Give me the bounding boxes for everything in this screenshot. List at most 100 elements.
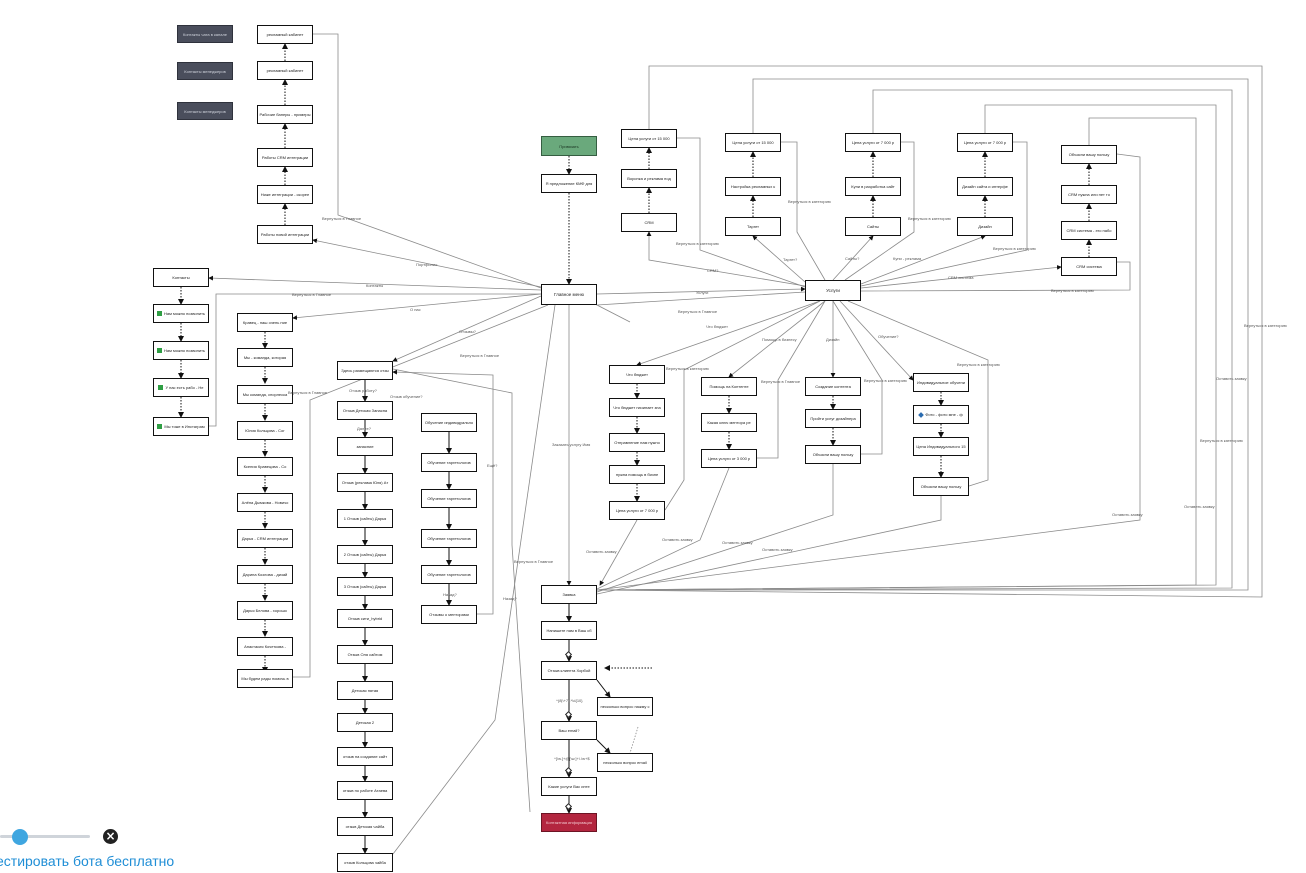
edge-label: Вернуться в категорию	[993, 246, 1036, 251]
edge-label: Вернуться в категорию	[957, 362, 1000, 367]
review-node-8[interactable]: Отзыв Оля сайтом	[337, 645, 393, 664]
team-node-3[interactable]: Мы команда, спорлеска	[237, 385, 293, 404]
target-node[interactable]: Таргет	[725, 217, 781, 236]
team-node-9[interactable]: Дарья Белова - хорошо	[237, 601, 293, 620]
email-retry-node[interactable]: несколько вопрос email	[597, 753, 653, 772]
review-node-5[interactable]: 2 Отзыв (сайты) Дарья	[337, 545, 393, 564]
new-integration-node[interactable]: Ниже интеграции - скорее	[257, 185, 313, 204]
price-node-2[interactable]: Цена услуги от 15 000	[725, 133, 781, 152]
reviews-head-node[interactable]: Здесь размещаются отзы	[337, 361, 393, 380]
review-node-3[interactable]: Отзыв (реклама Юля) Ат	[337, 473, 393, 492]
node-label: Купи в разработка сайт	[851, 184, 895, 189]
team-node-7[interactable]: Дарья - CRM интеграции	[237, 529, 293, 548]
price-node-5[interactable]: Цена услуги от 7 000 р	[609, 501, 665, 520]
services-node[interactable]: Услуги	[805, 280, 861, 301]
budget-node[interactable]: Что бюджет	[609, 365, 665, 384]
main-menu-node[interactable]: Главное меню	[541, 284, 597, 305]
node-label: Контакты чата в канале	[182, 31, 228, 37]
sites-node[interactable]: Сайты	[845, 217, 901, 236]
price-node-6[interactable]: Цена услуги от 3 000 р	[701, 449, 757, 468]
team-node-10[interactable]: Анастасия Кочеткова -	[237, 637, 293, 656]
review-node-9[interactable]: Детская пятая	[337, 681, 393, 700]
price-node-4[interactable]: Цена услуги от 7 000 р	[957, 133, 1013, 152]
team-node-4[interactable]: Юлия Кольцова - Сог	[237, 421, 293, 440]
review-node-2[interactable]: запасние	[337, 437, 393, 456]
review-node-1[interactable]: Отзыв Детская Запасна	[337, 401, 393, 420]
price-node-3[interactable]: Цена услуги от 7 000 р	[845, 133, 901, 152]
email-question-node[interactable]: Ваш email?	[541, 721, 597, 740]
edge-label: Оставить заявку	[1184, 504, 1215, 509]
call-us-node[interactable]: Нам можно позвонить	[153, 304, 209, 323]
review-node-7[interactable]: Отзыв сити_hybrid	[337, 609, 393, 628]
budget-node-2[interactable]: Что бюджет начинает зна	[609, 398, 665, 417]
team-node-1[interactable]: Кравец - наш очень ние	[237, 313, 293, 332]
close-icon[interactable]: ×	[103, 829, 118, 844]
explain-node-2[interactable]: Объясни вашу пользу	[805, 445, 861, 464]
budget-node-4[interactable]: нужна помощь в бизне	[609, 465, 665, 484]
ad-cabinet-node[interactable]: рекламный кабинет	[257, 25, 313, 44]
zoom-slider-track[interactable]	[0, 835, 90, 838]
managers-contacts-node[interactable]: Контакты менеджеров	[177, 62, 233, 80]
edu-node-5[interactable]: Обучение таргетологов	[421, 565, 477, 584]
offer-node[interactable]: Я предложение КМФ для	[541, 174, 597, 193]
mentor-key-node[interactable]: Какая ключ ментора ре	[701, 413, 757, 432]
content-help-node[interactable]: Помощь на Контенте	[701, 377, 757, 396]
integration-work-node[interactable]: Работы новой интеграции	[257, 225, 313, 244]
review-node-10[interactable]: Детская 2	[337, 713, 393, 732]
review-node-13[interactable]: отзыв Детская чайба	[337, 817, 393, 836]
write-us-node[interactable]: Напишите нам в Ваш сб	[541, 621, 597, 640]
explain-node-1[interactable]: Объясни вашу пользу	[1061, 145, 1117, 164]
edu-node-1[interactable]: Обучение индивидуально	[421, 413, 477, 432]
we-work-node[interactable]: У нас есть рабо - Не	[153, 378, 209, 397]
review-node-4[interactable]: 1 Отзыв (сайты) Дарья	[337, 509, 393, 528]
edu-node-4[interactable]: Обучение таргетологов	[421, 529, 477, 548]
edu-node-2[interactable]: Обучение таргетологов	[421, 453, 477, 472]
designer-node[interactable]: Пройти услуг дизайнера	[805, 409, 861, 428]
services-question-node[interactable]: Какие услуги Вас инте	[541, 777, 597, 796]
phone-retry-node[interactable]: несколько вопрос нажму с	[597, 697, 653, 716]
crm-system-node[interactable]: CRM система	[1061, 257, 1117, 276]
phone-question-node[interactable]: Отзыв клиента Хорбой	[541, 661, 597, 680]
review-node-6[interactable]: 3 Отзыв (сайты) Дарья	[337, 577, 393, 596]
ad-cabinet-node-2[interactable]: рекламный кабинет	[257, 61, 313, 80]
call-us-node-2[interactable]: Нам можно позвонить	[153, 341, 209, 360]
review-node-11[interactable]: отзыв на создание сайт	[337, 747, 393, 766]
team-node-6[interactable]: Алёна Дымкова - Новичо	[237, 493, 293, 512]
review-node-12[interactable]: отзыв по работе Атаева	[337, 781, 393, 800]
order-node[interactable]: Заявка	[541, 585, 597, 604]
banners-node[interactable]: Рабочие банеры - примеры	[257, 105, 313, 124]
crm-needed-node[interactable]: CRM нужна или нет то	[1061, 185, 1117, 204]
photo-node[interactable]: Фото - фото мне - ф	[913, 405, 969, 424]
instagram-node[interactable]: Мы тоже в Инстаграм	[153, 417, 209, 436]
edge-label: Обучение?	[878, 334, 899, 339]
explain-node-3[interactable]: Объясни вашу пользу	[913, 477, 969, 496]
team-node-2[interactable]: Мы - команда, которая	[237, 348, 293, 367]
edu-node-3[interactable]: Обучение таргетологов	[421, 489, 477, 508]
budget-node-3[interactable]: Отправление нам нужно	[609, 433, 665, 452]
price-node-7[interactable]: Цена Индивидуального 15	[913, 437, 969, 456]
crm-work-node[interactable]: Работы CRM интеграции	[257, 148, 313, 167]
zoom-slider-handle[interactable]	[12, 829, 28, 845]
indiv-edu-node[interactable]: Индивидуальное обучени	[913, 373, 969, 392]
design-node[interactable]: Дизайн	[957, 217, 1013, 236]
crm-set-node[interactable]: CRM система - это набо	[1061, 221, 1117, 240]
site-design-node[interactable]: Дизайн сайта и интерфе	[957, 177, 1013, 196]
start-node[interactable]: Привязать	[541, 136, 597, 156]
site-dev-node[interactable]: Купи в разработка сайт	[845, 177, 901, 196]
team-node-11[interactable]: Мы будем рады помочь в	[237, 669, 293, 688]
edu-node-6[interactable]: Отзывы о менторами	[421, 605, 477, 624]
ads-setup-node[interactable]: Настройка рекламных к	[725, 177, 781, 196]
content-create-node[interactable]: Создание контента	[805, 377, 861, 396]
contacts-chat-node[interactable]: Контакты чата в канале	[177, 25, 233, 43]
managers-contacts-node-2[interactable]: Контакты менеджеров	[177, 102, 233, 120]
review-node-14[interactable]: отзыв Кольцова чайба	[337, 853, 393, 872]
test-bot-link[interactable]: естировать бота бесплатно	[0, 853, 175, 869]
crm-node[interactable]: CRM	[621, 213, 677, 232]
team-node-5[interactable]: Ксения Кравецова - Со	[237, 457, 293, 476]
contacts-node[interactable]: Контакты	[153, 268, 209, 287]
price-node-1[interactable]: Цена услуги от 15 000	[621, 129, 677, 148]
team-node-8[interactable]: Дарина Козлова - дизай	[237, 565, 293, 584]
final-node[interactable]: Контактная информация	[541, 813, 597, 832]
funnel-node[interactable]: Воронка и реклама под	[621, 169, 677, 188]
